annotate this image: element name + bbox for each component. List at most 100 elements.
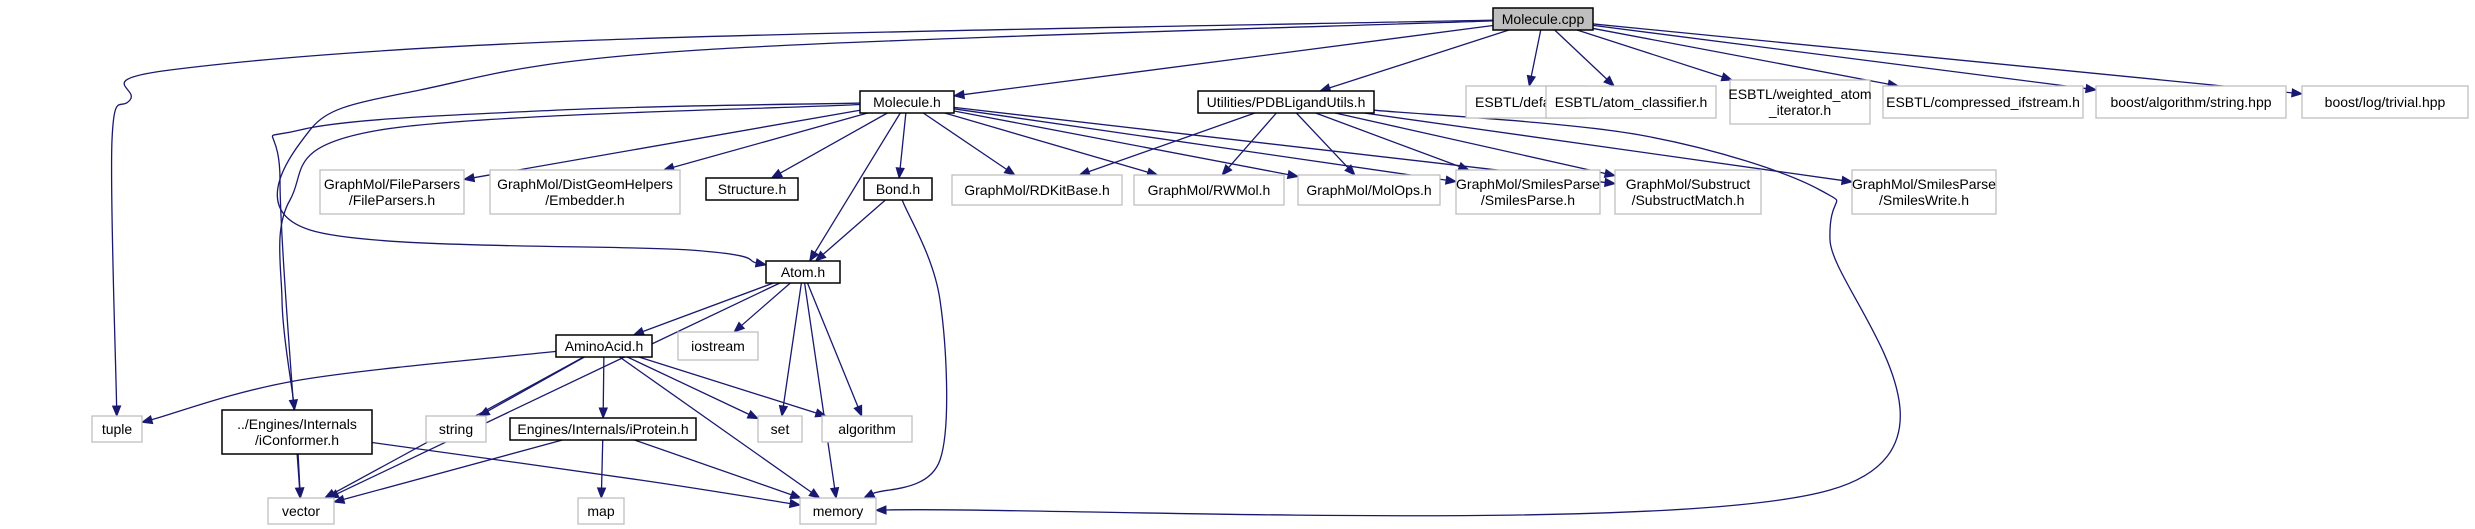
- node-label-line: Engines/Internals/iProtein.h: [517, 421, 688, 437]
- edge-molecule_h-to-rdkitbase-arrowhead: [1003, 165, 1016, 176]
- node-box: [1492, 7, 1594, 31]
- edge-molecule_cpp-to-esbtl_atom_classifier-arrowhead: [1603, 75, 1616, 87]
- node-esbtl_weighted: ESBTL/weighted_atom_iterator.h: [1728, 79, 1872, 125]
- edge-molecule_cpp-to-molecule_h-arrowhead: [952, 89, 966, 100]
- edge-iprotein_h-to-map-arrowhead: [596, 487, 607, 500]
- node-molecule_h[interactable]: Molecule.h: [859, 90, 955, 114]
- edge-bond_h-to-memory-arrowhead: [862, 489, 876, 499]
- node-box: [1545, 85, 1717, 119]
- node-label-line: boost/log/trivial.hpp: [2325, 94, 2446, 110]
- node-label-line: GraphMol/RDKitBase.h: [964, 182, 1110, 198]
- node-label-line: GraphMol/DistGeomHelpers: [497, 176, 673, 192]
- node-label-line: /iConformer.h: [255, 432, 339, 448]
- edge-aminoacid_h-to-memory: [619, 356, 812, 493]
- node-structure_h[interactable]: Structure.h: [705, 177, 799, 201]
- edge-molecule_cpp-to-esbtl_weighted-arrowhead: [1720, 72, 1734, 82]
- edge-molecule_h-to-fileparsers: [473, 109, 861, 179]
- edge-pdbligandutils_h-to-rwmol: [1228, 112, 1277, 168]
- edge-molecule_h-to-iconformer_h-arrowhead: [288, 399, 299, 412]
- node-box: [2095, 85, 2287, 119]
- node-label-line: _iterator.h: [1768, 102, 1831, 118]
- edge-atom_h-to-aminoacid_h: [642, 282, 774, 333]
- edge-molecule_cpp-to-boost_log: [1592, 23, 2293, 94]
- node-box: [799, 497, 877, 525]
- node-box: [1455, 169, 1601, 215]
- edge-aminoacid_h-to-string-arrowhead: [478, 406, 491, 417]
- edge-molecule_h-to-embedder: [673, 112, 868, 168]
- node-set: set: [757, 415, 803, 443]
- edge-iconformer_h-to-memory-arrowhead: [788, 498, 802, 509]
- node-box: [1614, 169, 1762, 215]
- node-algorithm: algorithm: [821, 415, 913, 443]
- node-label-line: Molecule.h: [873, 94, 941, 110]
- node-box: [489, 169, 681, 215]
- node-substructmatch: GraphMol/Substruct/SubstructMatch.h: [1614, 169, 1762, 215]
- edge-molecule_h-to-rwmol: [944, 112, 1149, 173]
- node-molops: GraphMol/MolOps.h: [1297, 174, 1441, 206]
- node-box: [1133, 174, 1285, 206]
- edge-molecule_h-to-molops-arrowhead: [1286, 169, 1300, 180]
- node-iprotein_h[interactable]: Engines/Internals/iProtein.h: [509, 417, 697, 441]
- edge-iprotein_h-to-map: [600, 439, 604, 489]
- node-label-line: ESBTL/compressed_ifstream.h: [1886, 94, 2080, 110]
- edge-molecule_h-to-vector: [271, 102, 861, 489]
- node-aminoacid_h[interactable]: AminoAcid.h: [555, 334, 653, 358]
- node-label-line: Molecule.cpp: [1502, 11, 1585, 27]
- edge-pdbligandutils_h-to-memory: [885, 109, 1901, 517]
- edge-molecule_h-to-structure_h-arrowhead: [770, 168, 784, 179]
- edge-molecule_cpp-to-boost_string-arrowhead: [2084, 83, 2098, 94]
- node-label-line: memory: [813, 503, 864, 519]
- node-smilesparse: GraphMol/SmilesParse/SmilesParse.h: [1455, 169, 1601, 215]
- node-box: [757, 415, 803, 443]
- node-box: [91, 415, 143, 443]
- node-rwmol: GraphMol/RWMol.h: [1133, 174, 1285, 206]
- node-label-line: GraphMol/FileParsers: [324, 176, 460, 192]
- node-box: [319, 169, 465, 215]
- node-iostream: iostream: [677, 331, 759, 361]
- edge-molecule_cpp-to-esbtl_atom_classifier: [1554, 29, 1608, 80]
- edge-aminoacid_h-to-set-arrowhead: [746, 409, 760, 420]
- node-label-line: GraphMol/Substruct: [1626, 176, 1751, 192]
- node-box: [859, 90, 955, 114]
- node-fileparsers: GraphMol/FileParsers/FileParsers.h: [319, 169, 465, 215]
- edge-bond_h-to-memory: [872, 199, 948, 495]
- edge-molecule_cpp-to-tuple-arrowhead: [111, 405, 122, 418]
- edge-iprotein_h-to-memory: [634, 439, 792, 496]
- edge-pdbligandutils_h-to-rdkitbase-arrowhead: [1078, 167, 1091, 176]
- edge-aminoacid_h-to-iprotein_h-arrowhead: [598, 407, 608, 420]
- node-label-line: ESBTL/atom_classifier.h: [1555, 94, 1708, 110]
- node-label-line: vector: [282, 503, 320, 519]
- node-embedder: GraphMol/DistGeomHelpers/Embedder.h: [489, 169, 681, 215]
- node-layer: Molecule.cppMolecule.htupleUtilities/PDB…: [91, 7, 2469, 525]
- node-pdbligandutils_h[interactable]: Utilities/PDBLigandUtils.h: [1197, 90, 1375, 114]
- edge-molecule_h-to-bond_h: [899, 112, 907, 169]
- edge-molecule_cpp-to-tuple: [110, 19, 1494, 407]
- node-boost_log: boost/log/trivial.hpp: [2301, 85, 2469, 119]
- edge-molecule_cpp-to-pdbligandutils_h: [1329, 29, 1510, 89]
- edge-atom_h-to-algorithm-arrowhead: [853, 404, 863, 418]
- edge-aminoacid_h-to-vector-arrowhead: [323, 488, 337, 499]
- node-box: [677, 331, 759, 361]
- node-bond_h[interactable]: Bond.h: [863, 177, 933, 201]
- edge-atom_h-to-algorithm: [806, 282, 859, 407]
- node-label-line: Bond.h: [876, 181, 920, 197]
- edge-atom_h-to-iostream: [741, 282, 791, 326]
- node-label-line: ../Engines/Internals: [237, 416, 357, 432]
- node-molecule_cpp[interactable]: Molecule.cpp: [1492, 7, 1594, 31]
- edge-pdbligandutils_h-to-molops-arrowhead: [1344, 164, 1356, 176]
- edge-pdbligandutils_h-to-memory-arrowhead: [874, 505, 887, 515]
- node-label-line: Utilities/PDBLigandUtils.h: [1207, 94, 1366, 110]
- edge-bond_h-to-atom_h-arrowhead: [814, 250, 827, 262]
- node-box: [1297, 174, 1441, 206]
- edge-molecule_cpp-to-atom_h: [276, 20, 1494, 264]
- node-box: [705, 177, 799, 201]
- node-iconformer_h[interactable]: ../Engines/Internals/iConformer.h: [221, 409, 373, 455]
- edge-aminoacid_h-to-tuple: [151, 350, 557, 421]
- edge-molecule_h-to-fileparsers-arrowhead: [462, 172, 476, 183]
- edge-atom_h-to-iostream-arrowhead: [733, 321, 746, 333]
- node-label-line: /Embedder.h: [545, 192, 624, 208]
- edge-molecule_h-to-molops: [953, 110, 1289, 176]
- edge-molecule_cpp-to-atom_h-arrowhead: [754, 258, 768, 268]
- node-atom_h[interactable]: Atom.h: [765, 260, 841, 284]
- edge-molecule_cpp-to-esbtl_default-arrowhead: [1526, 74, 1537, 88]
